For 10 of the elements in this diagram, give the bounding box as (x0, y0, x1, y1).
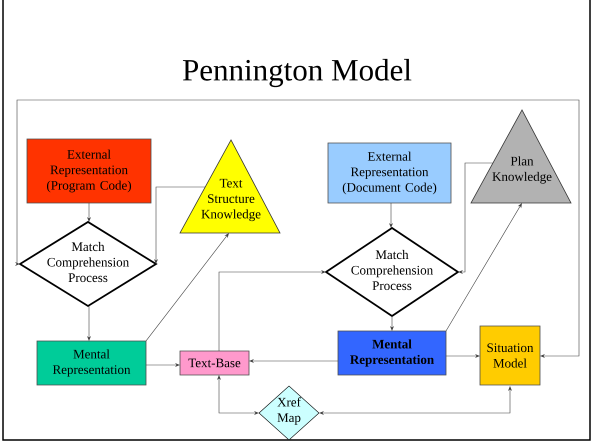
process-box: Text-Base (180, 350, 250, 376)
arrow (14, 100, 580, 358)
process-box: Situation Model (480, 326, 540, 386)
process-box: External Representation (Document Code) (328, 142, 452, 204)
process-box: Mental Representation (338, 330, 446, 376)
process-box: Mental Representation (36, 340, 146, 386)
arrow (146, 233, 229, 342)
title: Pennington Model (182, 58, 412, 88)
arrow (446, 203, 522, 332)
process-box: External Representation (Program Code) (26, 138, 152, 204)
